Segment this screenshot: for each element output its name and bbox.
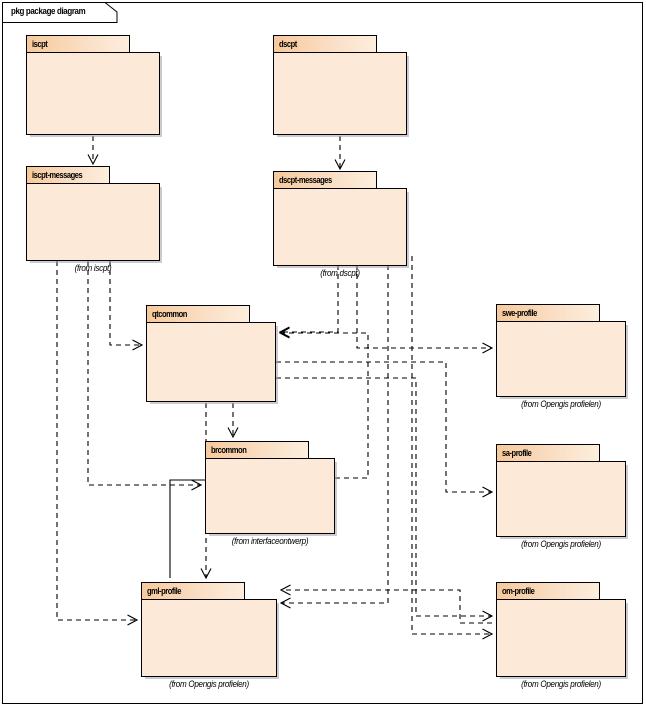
package-tab-swe-profile: swe-profile	[496, 304, 600, 322]
diagram-frame-label: pkg package diagram	[11, 6, 86, 16]
package-name-sa-profile: sa-profile	[502, 448, 532, 458]
package-from-om-profile: (from Opengis profielen)	[521, 679, 601, 689]
package-name-brcommon: brcommon	[211, 445, 247, 455]
package-tab-iscpt: iscpt	[26, 35, 130, 53]
package-tab-dscpt: dscpt	[273, 35, 377, 53]
package-body-iscpt	[26, 52, 160, 135]
package-sa-profile[interactable]: sa-profile	[496, 444, 626, 537]
package-name-dscpt: dscpt	[279, 39, 297, 49]
package-iscpt[interactable]: iscpt	[26, 35, 160, 135]
package-body-om-profile	[496, 599, 626, 677]
package-name-dscpt-messages: dscpt-messages	[279, 175, 332, 185]
diagram-frame-tab: pkg package diagram	[2, 2, 118, 23]
package-from-dscpt-messages: (from dscpt)	[320, 268, 360, 278]
package-om-profile[interactable]: om-profile	[496, 582, 626, 677]
package-tab-iscpt-messages: iscpt-messages	[26, 166, 110, 184]
package-name-swe-profile: swe-profile	[502, 308, 537, 318]
package-body-gml-profile	[141, 599, 277, 677]
package-from-iscpt-messages: (from iscpt)	[74, 263, 112, 273]
package-dscpt-messages[interactable]: dscpt-messages	[273, 171, 407, 266]
package-name-qtcommon: qtcommon	[152, 309, 187, 319]
package-name-iscpt-messages: iscpt-messages	[32, 170, 83, 180]
package-body-qtcommon	[146, 322, 276, 402]
package-gml-profile[interactable]: gml-profile	[141, 582, 277, 677]
package-swe-profile[interactable]: swe-profile	[496, 304, 626, 397]
package-name-om-profile: om-profile	[502, 586, 535, 596]
package-dscpt[interactable]: dscpt	[273, 35, 407, 135]
package-from-sa-profile: (from Opengis profielen)	[521, 539, 601, 549]
package-body-brcommon	[205, 458, 335, 534]
package-brcommon[interactable]: brcommon	[205, 441, 335, 534]
package-body-swe-profile	[496, 321, 626, 397]
package-from-gml-profile: (from Opengis profielen)	[169, 679, 249, 689]
package-body-dscpt-messages	[273, 188, 407, 266]
package-tab-brcommon: brcommon	[205, 441, 309, 459]
package-tab-om-profile: om-profile	[496, 582, 600, 600]
package-tab-sa-profile: sa-profile	[496, 444, 600, 462]
package-name-gml-profile: gml-profile	[147, 586, 181, 596]
package-from-brcommon: (from interfaceontwerp)	[231, 536, 309, 546]
package-body-sa-profile	[496, 461, 626, 537]
package-from-swe-profile: (from Opengis profielen)	[521, 399, 601, 409]
package-name-iscpt: iscpt	[32, 39, 48, 49]
package-body-dscpt	[273, 52, 407, 135]
package-qtcommon[interactable]: qtcommon	[146, 305, 276, 402]
package-tab-gml-profile: gml-profile	[141, 582, 245, 600]
package-tab-qtcommon: qtcommon	[146, 305, 250, 323]
package-iscpt-messages[interactable]: iscpt-messages	[26, 166, 160, 261]
frame-tab-shape	[2, 2, 118, 23]
package-tab-dscpt-messages: dscpt-messages	[273, 171, 377, 189]
package-body-iscpt-messages	[26, 183, 160, 261]
